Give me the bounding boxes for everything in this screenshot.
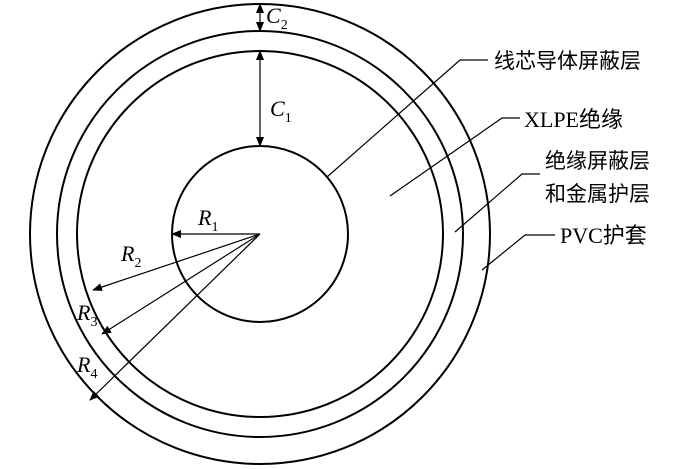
conductor-screen-leader <box>326 59 488 178</box>
insulation-screen-label-line2: 和金属护层 <box>545 182 650 206</box>
r1-label: R1 <box>197 205 218 235</box>
conductor-screen-label: 线芯导体屏蔽层 <box>494 49 641 73</box>
r4-radius-arrow <box>89 233 261 401</box>
r4-label: R4 <box>76 352 97 382</box>
c1-label: C1 <box>270 96 292 126</box>
r2-label: R2 <box>120 241 141 271</box>
pvc-sheath-label: PVC护套 <box>560 223 647 248</box>
xlpe-leader <box>389 117 520 197</box>
r3-radius-arrow <box>101 233 261 335</box>
pvc-leader <box>481 234 555 271</box>
r3-label: R3 <box>76 300 97 330</box>
insulation-screen-leader <box>454 173 540 233</box>
xlpe-insulation-label: XLPE绝缘 <box>524 107 623 132</box>
insulation-screen-label-line1: 绝缘屏蔽层 <box>545 149 650 173</box>
c2-label: C2 <box>266 3 288 33</box>
r2-radius-arrow <box>92 233 261 291</box>
